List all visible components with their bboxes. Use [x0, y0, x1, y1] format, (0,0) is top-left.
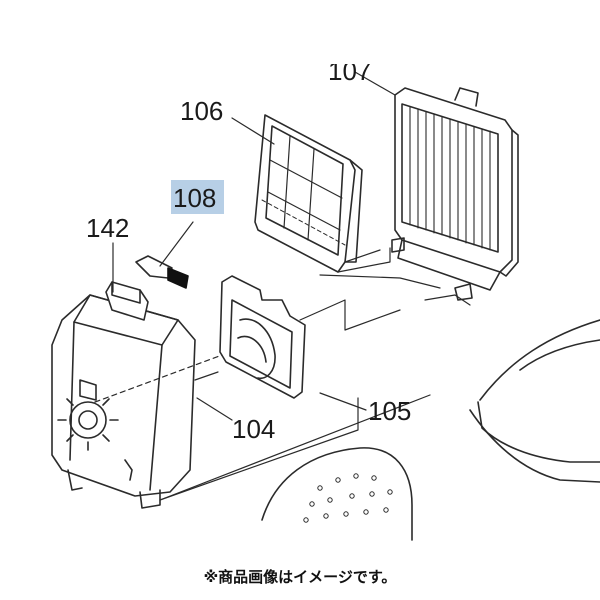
part-106-mesh-frame: [254, 114, 363, 273]
vacuum-body-outline: [261, 294, 600, 541]
part-108-clip: [135, 255, 189, 289]
part-label-104: 104: [232, 414, 275, 444]
image-disclaimer-caption: ※商品画像はイメージです。: [203, 568, 397, 586]
part-label-106: 106: [180, 96, 223, 126]
part-label-108: 108: [173, 183, 216, 213]
part-label-105: 105: [368, 396, 411, 426]
assembly-guide-lines: [94, 247, 441, 501]
part-104-dust-case: [51, 281, 196, 509]
label-108-highlight: [171, 180, 224, 214]
part-label-142: 142: [86, 213, 129, 243]
leader-lines: [112, 117, 367, 421]
part-107-pleated-filter: [354, 71, 519, 301]
part-105-inner-frame: [219, 275, 306, 399]
vent-sun-icon: [57, 389, 119, 451]
